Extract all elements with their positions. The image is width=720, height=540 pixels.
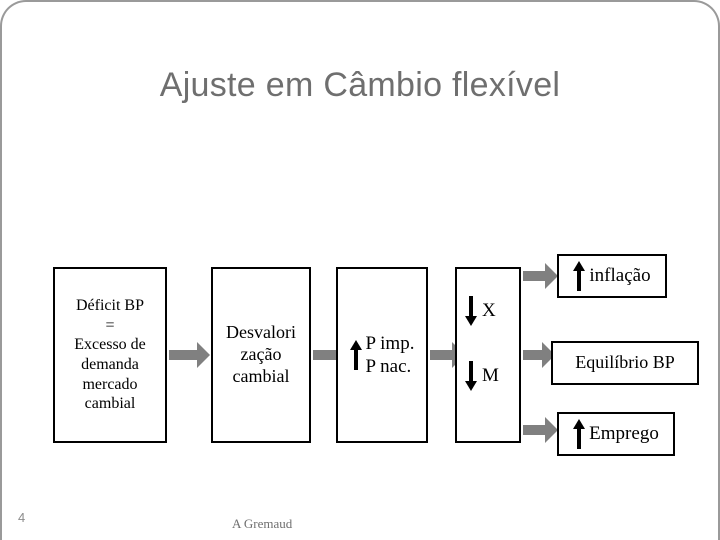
diagram-box-precos: P imp. P nac.	[336, 267, 428, 443]
slide-frame-right	[718, 30, 720, 540]
xm-row-exportacoes: X	[465, 296, 496, 326]
label-m: M	[482, 365, 499, 387]
slide-frame-left	[0, 30, 2, 540]
slide-frame-top	[0, 0, 720, 32]
slide-number: 4	[18, 510, 26, 525]
box-deficit-line-2: =	[105, 316, 115, 334]
arrow-down-icon-x	[465, 296, 477, 326]
box-precos-line-1: P imp.	[365, 332, 415, 354]
box-inflacao-label: inflação	[589, 265, 651, 287]
box-desval-line-2: zação	[240, 344, 282, 365]
box-deficit-line-3: Excesso de	[74, 336, 146, 354]
page-title: Ajuste em Câmbio flexível	[159, 66, 561, 104]
box-deficit-line-5: mercado	[82, 375, 138, 393]
arrow-xm-to-emprego	[523, 417, 559, 443]
diagram-box-inflacao: inflação	[557, 254, 667, 298]
box-equilibrio-label: Equilíbrio BP	[575, 352, 675, 373]
arrow-up-icon-precos	[349, 340, 362, 370]
diagram-box-equilibrio-bp: Equilíbrio BP	[551, 341, 699, 385]
box-deficit-line-1: Déficit BP	[76, 297, 144, 315]
arrow-up-icon-emprego	[573, 419, 586, 449]
box-deficit-line-4: demanda	[81, 356, 139, 373]
arrow-down-icon-m	[465, 361, 477, 391]
footer-author: A Gremaud	[232, 516, 293, 531]
diagram-box-deficit-bp: Déficit BP = Excesso de demanda mercado …	[53, 267, 167, 443]
label-x: X	[482, 300, 496, 322]
diagram-box-emprego: Emprego	[557, 412, 675, 456]
box-deficit-line-6: cambial	[84, 395, 136, 413]
xm-row-importacoes: M	[465, 361, 499, 391]
box-emprego-label: Emprego	[589, 423, 659, 445]
arrow-deficit-to-desvalorizacao	[169, 342, 210, 368]
arrow-up-icon-inflacao	[573, 261, 586, 291]
box-precos-line-2: P nac.	[365, 356, 412, 377]
diagram-box-desvalorizacao-cambial: Desvalori zação cambial	[211, 267, 311, 443]
diagram-box-exportacoes-importacoes: X M	[455, 267, 521, 443]
arrow-xm-to-inflacao	[523, 263, 559, 289]
box-desval-line-1: Desvalori	[226, 322, 296, 343]
box-desval-line-3: cambial	[232, 365, 290, 386]
